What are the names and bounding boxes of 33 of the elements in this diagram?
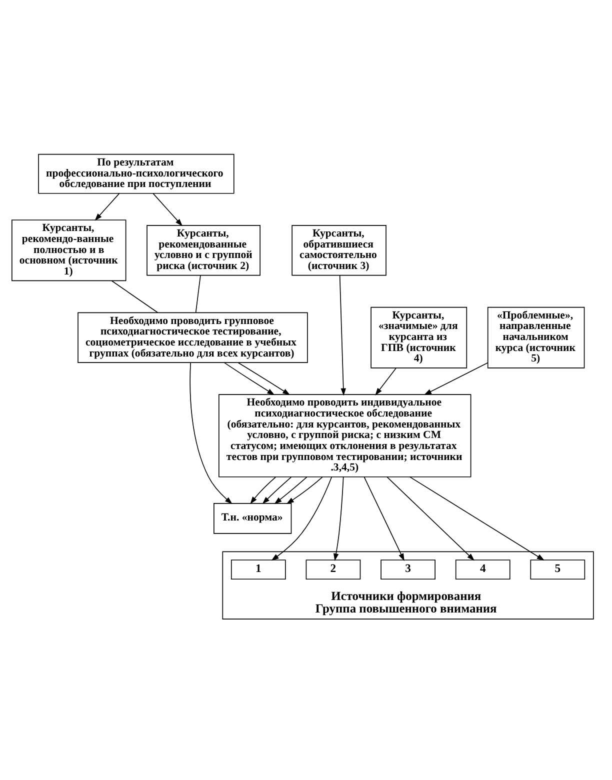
arrow [386,476,474,561]
node-box: 4 [455,560,510,580]
node-box: 5 [530,560,586,580]
arrow [364,476,404,561]
node-box: 3 [380,560,436,580]
arrow [424,362,488,395]
arrow [262,476,292,504]
node-box: Необходимо проводить индивидуальное психодиагностическое обследование (обязательно: для курсантов, рекомендованных условно, с группой риска; с низким СМ статусом; имеющих отклонения в результатах тестов при групповом тестировании; источники .3,4,5) [218,394,472,478]
node-box: Т.н. «норма» [214,503,292,534]
connector [111,280,158,313]
arrow [409,476,544,561]
arrow [375,368,396,396]
node-box: Курсанты, рекомендованные условно и с группой риска (источник 2) [146,224,260,276]
node-box: 1 [230,560,286,580]
node-box: Курсанты, обратившиеся самостоятельно (источник 3) [292,224,386,276]
node-box: Необходимо проводить групповое психодиагностическое тестирование, социометрическое исследование в учебных группах (обязательно для всех курсантов) [78,312,308,363]
arrow [224,362,275,396]
arrow [333,476,344,561]
node-box: «Проблемные», направленные начальником курса (источник 5) [487,306,585,368]
node-box: Курсанты, «значимые» для курсанта из ГПВ (источник 4) [370,306,468,368]
arrow [274,476,308,504]
arrow [152,193,183,226]
arrow [190,362,232,504]
arrow [271,476,332,561]
node-box: 2 [306,560,361,580]
connector [195,275,201,313]
node-box: Курсанты, рекомендо-ванные полностью и в основном (источник 1) [12,220,126,282]
arrow [238,362,290,396]
arrow [94,193,120,221]
arrow [286,476,323,504]
node-box: По результатам профессионально-психологического обследование при поступлении [38,154,234,194]
arrow [339,275,346,396]
arrow [250,476,276,504]
